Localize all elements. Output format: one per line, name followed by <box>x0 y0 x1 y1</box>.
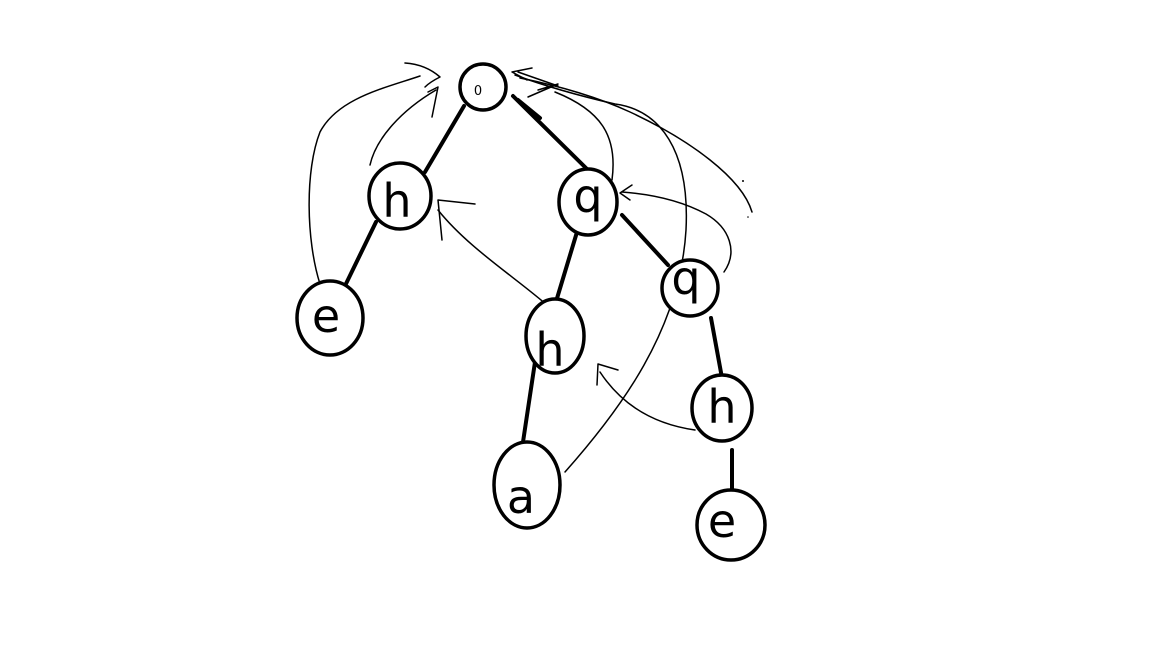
arrowhead <box>511 67 533 81</box>
failure-link-h1-to-root <box>369 89 437 166</box>
edge-q2-h3 <box>709 316 724 380</box>
arrowhead <box>427 86 439 118</box>
node-root: 0 <box>458 62 508 112</box>
edge-root-h1 <box>423 104 466 174</box>
node-h-right-label: h <box>707 380 736 434</box>
node-h-right: h <box>690 373 754 443</box>
node-h-middle: h <box>524 297 586 377</box>
arrowhead <box>437 199 476 241</box>
trie-edges <box>340 94 734 496</box>
node-h-middle-label: h <box>535 323 564 377</box>
arrowhead <box>517 71 559 87</box>
node-h-left-label: h <box>382 174 411 228</box>
arrowhead <box>596 363 619 386</box>
failure-link-q1-to-root <box>554 91 614 181</box>
node-e-right: e <box>695 488 767 562</box>
trie-nodes: 0 h e q h a q h <box>295 62 767 562</box>
arrowhead <box>404 62 441 88</box>
arrowhead <box>619 184 633 201</box>
node-h-left: h <box>367 161 433 231</box>
node-root-label: 0 <box>474 84 482 99</box>
node-e-right-label: e <box>708 494 736 548</box>
failure-link-q2-to-q1 <box>621 191 732 273</box>
node-e-left: e <box>295 279 365 357</box>
node-a-label: a <box>507 470 535 524</box>
edge-q1-q2 <box>620 213 670 267</box>
failure-link-h2-to-h1 <box>437 209 556 313</box>
node-q-first-label: q <box>573 169 602 223</box>
node-e-left-label: e <box>312 289 340 343</box>
failure-link-h3-to-h2 <box>599 371 696 431</box>
stray-speck <box>747 216 749 218</box>
failure-link-e1-to-root <box>308 75 421 285</box>
node-q-second-label: q <box>671 251 700 305</box>
stray-speck <box>742 180 744 182</box>
node-q-first: q <box>557 167 619 237</box>
failure-link-a-to-root <box>514 74 688 473</box>
node-a: a <box>492 440 562 530</box>
failure-link-e2-to-root <box>519 77 753 213</box>
edge-q1-h2 <box>553 230 579 307</box>
failure-links <box>308 62 753 473</box>
edge-root-q1-tick <box>516 98 542 120</box>
arrowhead <box>527 83 559 98</box>
node-q-second: q <box>660 251 720 318</box>
edge-h1-e1 <box>340 220 378 294</box>
edge-h2-a <box>521 360 537 444</box>
